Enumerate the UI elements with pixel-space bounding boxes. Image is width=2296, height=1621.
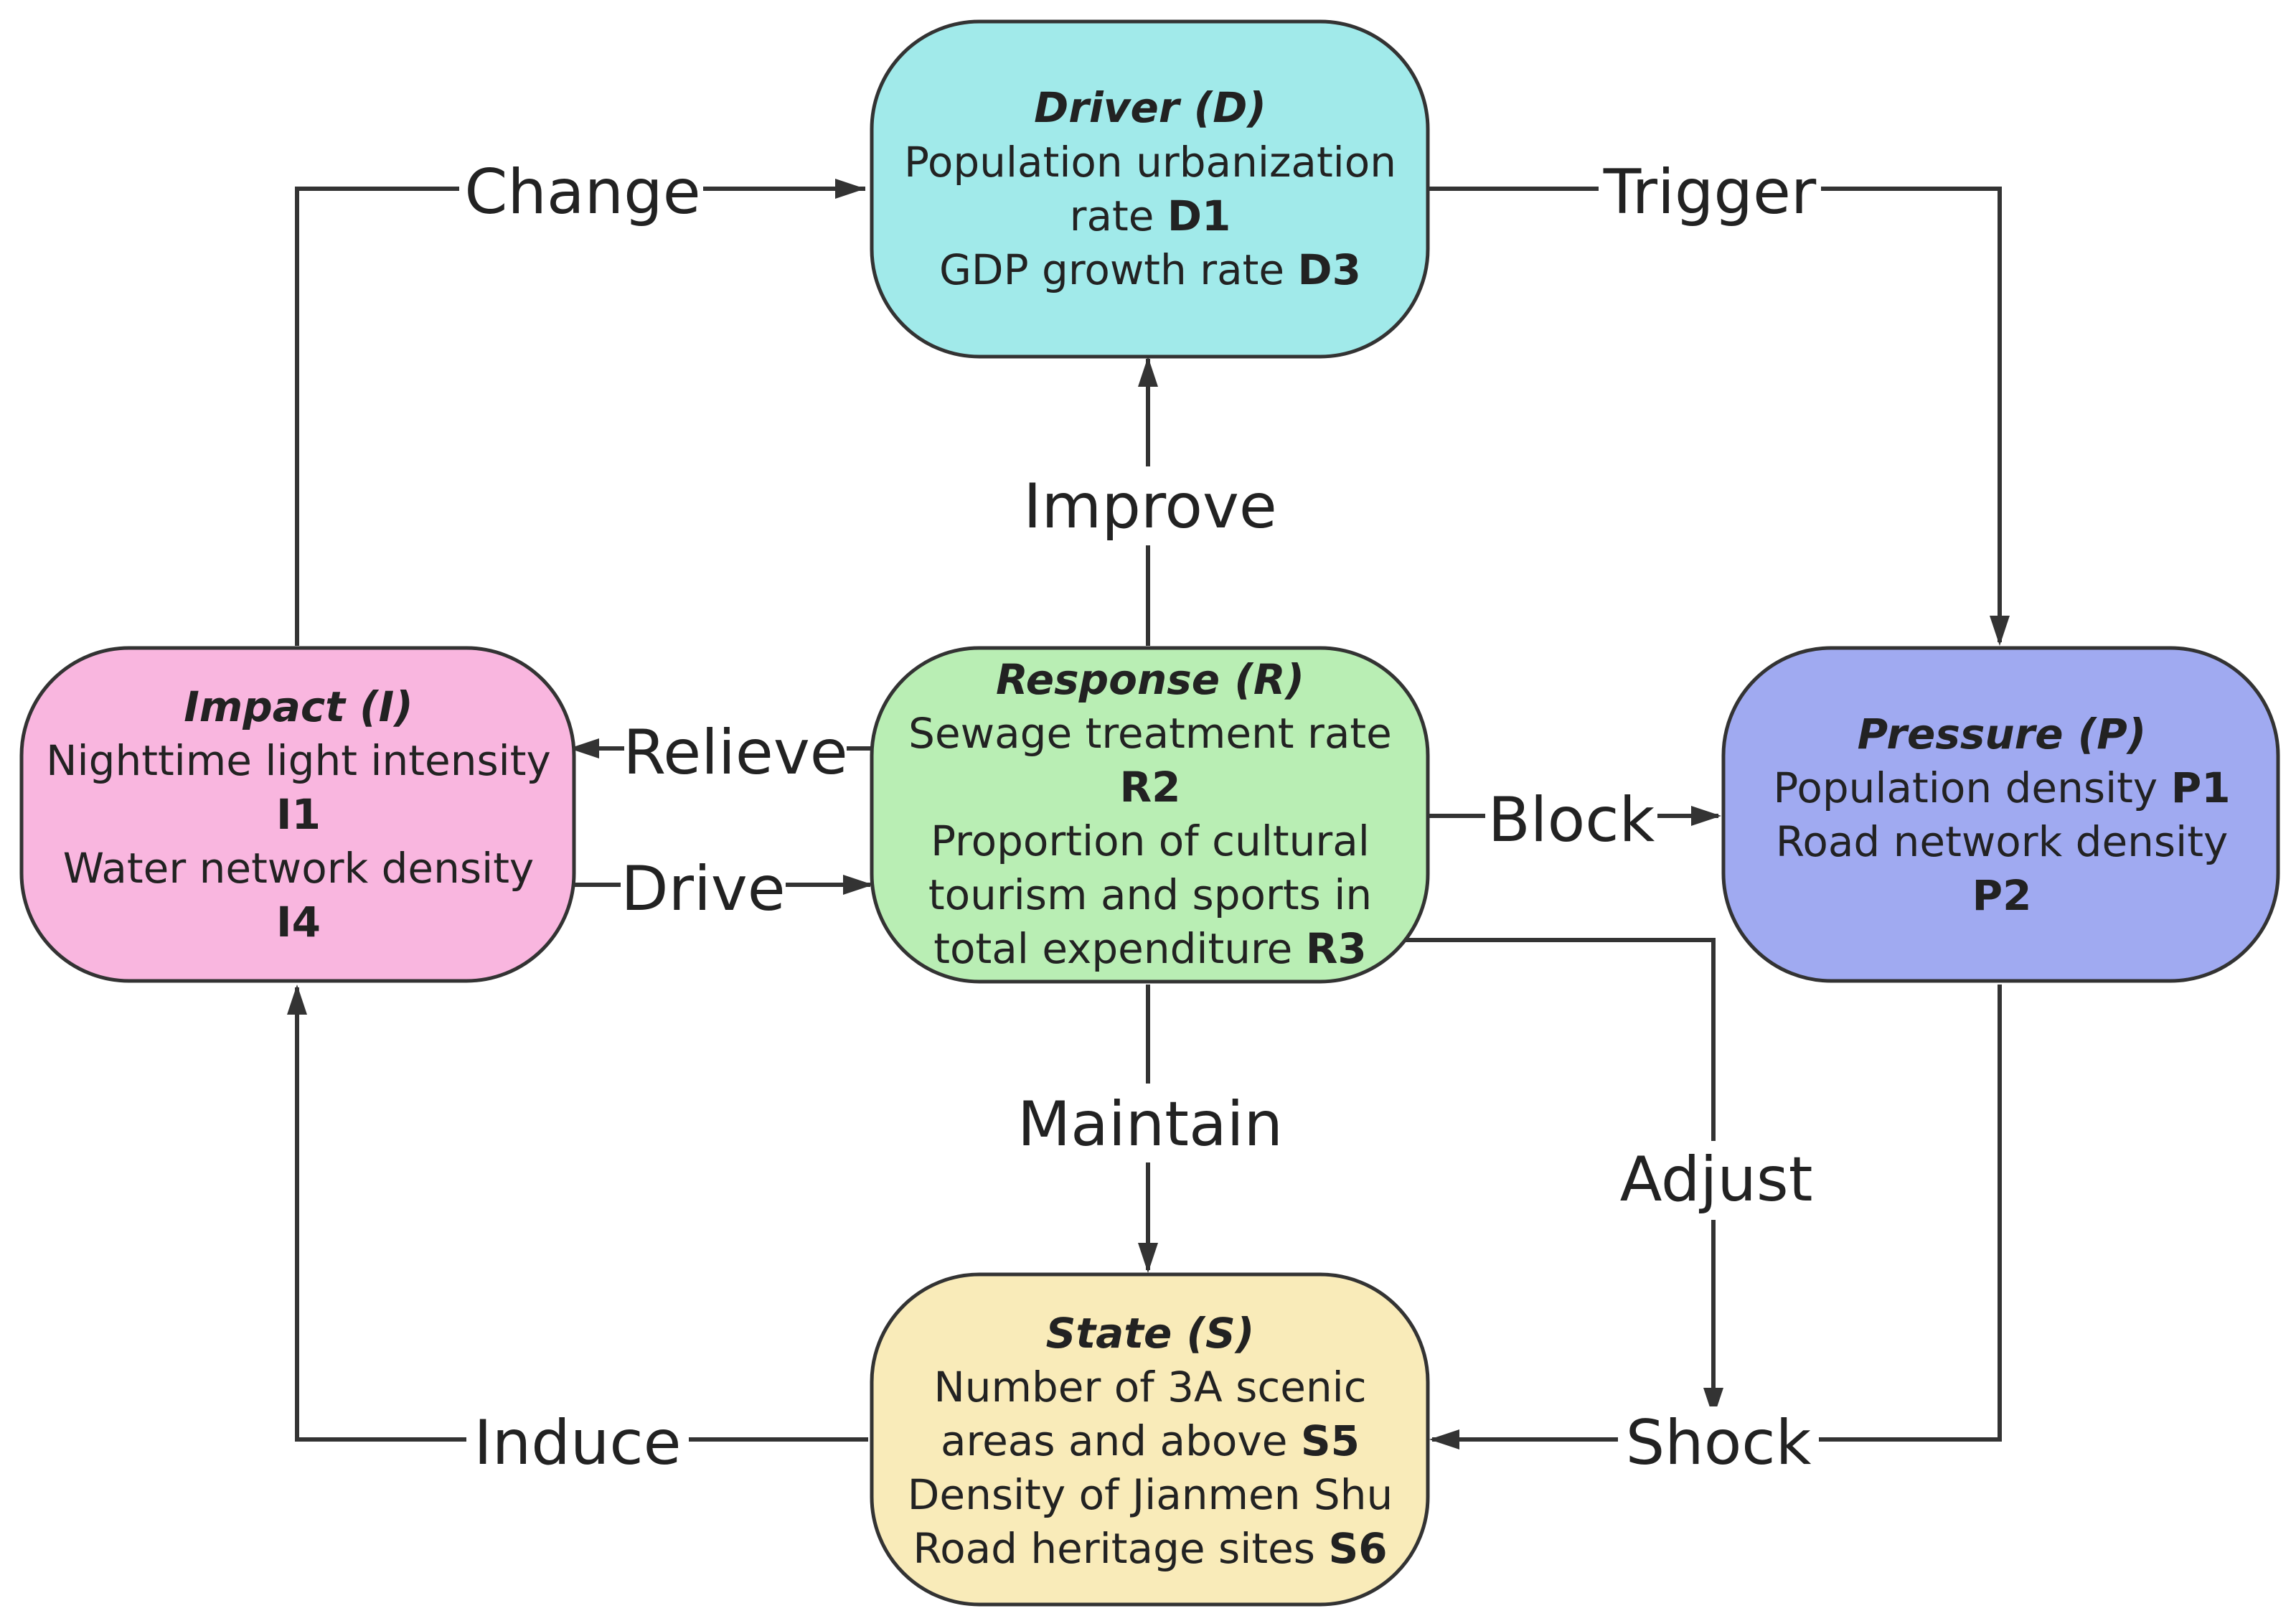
- node-response-box: [870, 646, 1430, 984]
- node-response-line-3: Proportion of cultural: [931, 817, 1370, 865]
- node-state-line-3: Density of Jianmen Shu: [908, 1470, 1393, 1519]
- node-impact-box: [19, 646, 576, 983]
- node-state-line-1: Number of 3A scenic: [933, 1363, 1366, 1411]
- edge-drive: Drive: [569, 850, 873, 925]
- node-pressure-box: [1721, 646, 2280, 983]
- node-response: Response (R) Sewage treatment rate R2 Pr…: [870, 646, 1430, 984]
- node-driver-line-2: rate D1: [1070, 192, 1231, 240]
- node-response-line-5: total expenditure R3: [933, 924, 1366, 973]
- node-pressure-title: Pressure (P): [1858, 710, 2147, 758]
- edge-label-block: Block: [1488, 784, 1655, 856]
- edge-label-induce: Induce: [474, 1407, 681, 1479]
- node-driver: Driver (D) Population urbanization rate …: [870, 19, 1430, 359]
- node-response-line-2: R2: [1119, 763, 1180, 812]
- node-impact-line-4: I4: [276, 898, 321, 946]
- edge-maintain: Maintain: [1012, 985, 1292, 1273]
- edge-label-change: Change: [464, 156, 700, 228]
- node-state-title: State (S): [1046, 1309, 1255, 1358]
- edge-block: Block: [1428, 782, 1721, 856]
- edge-shock: Shock: [1429, 985, 2002, 1479]
- node-pressure-line-1: Population density P1: [1773, 763, 2230, 812]
- edge-label-maintain: Maintain: [1017, 1089, 1283, 1160]
- node-pressure-line-2: Road network density: [1776, 817, 2229, 866]
- edge-label-adjust: Adjust: [1620, 1144, 1813, 1216]
- edge-improve: Improve: [1019, 357, 1277, 646]
- edge-label-drive: Drive: [621, 853, 785, 925]
- node-driver-line-1: Population urbanization: [904, 138, 1396, 187]
- node-impact-line-3: Water network density: [63, 844, 535, 893]
- edge-trigger: Trigger: [1428, 154, 2010, 646]
- node-state-line-2: areas and above S5: [941, 1416, 1360, 1465]
- edge-label-shock: Shock: [1626, 1407, 1812, 1479]
- node-pressure-line-3: P2: [1972, 871, 2032, 920]
- node-impact-title: Impact (I): [184, 682, 413, 731]
- node-driver-box: [870, 19, 1430, 359]
- edge-change: Change: [295, 154, 865, 646]
- edge-relieve: Relieve: [569, 714, 872, 789]
- edge-induce: Induce: [287, 985, 868, 1479]
- node-driver-line-3: GDP growth rate D3: [939, 245, 1361, 294]
- node-pressure: Pressure (P) Population density P1 Road …: [1721, 646, 2280, 983]
- node-response-line-4: tourism and sports in: [928, 870, 1372, 919]
- edge-label-improve: Improve: [1023, 471, 1277, 542]
- node-state-line-4: Road heritage sites S6: [913, 1524, 1387, 1573]
- node-impact-line-1: Nighttime light intensity: [46, 736, 551, 785]
- node-state: State (S) Number of 3A scenic areas and …: [870, 1272, 1430, 1607]
- node-response-title: Response (R): [996, 655, 1304, 704]
- node-response-line-1: Sewage treatment rate: [908, 709, 1392, 758]
- edge-label-trigger: Trigger: [1603, 156, 1817, 228]
- node-impact: Impact (I) Nighttime light intensity I1 …: [19, 646, 576, 983]
- node-driver-title: Driver (D): [1034, 83, 1266, 132]
- node-impact-line-2: I1: [276, 790, 321, 839]
- node-state-box: [870, 1272, 1430, 1607]
- edge-label-relieve: Relieve: [623, 717, 847, 789]
- edge-adjust: Adjust: [1378, 938, 1819, 1418]
